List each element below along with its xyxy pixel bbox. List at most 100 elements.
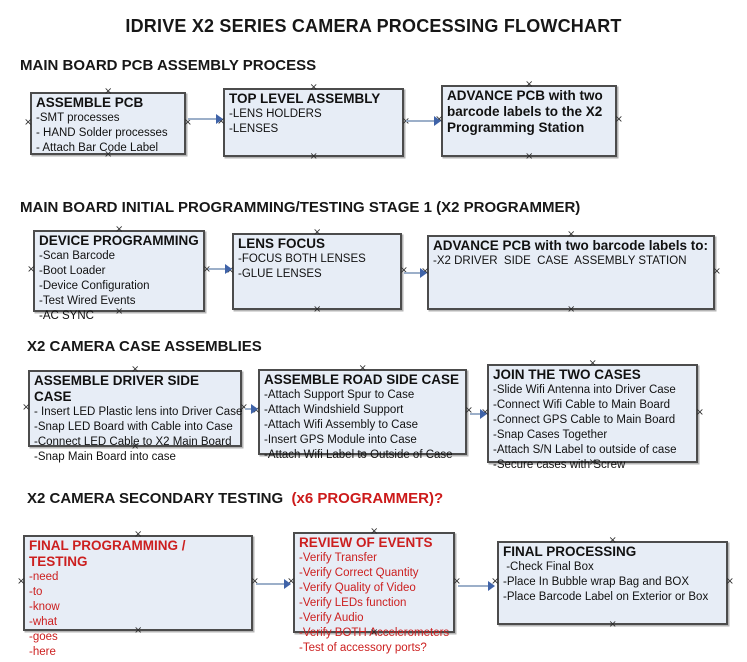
box-advance-pcb-driver-side[interactable]: × × × × ADVANCE PCB with two barcode lab… [421,230,721,315]
box-line: -Test Wired Events [39,295,136,307]
box-line: -LENS HOLDERS [229,108,322,120]
box-lens-focus[interactable]: × × × × LENS FOCUS -FOCUS BOTH LENSES-GL… [226,228,408,315]
box-advance-pcb-programming-station[interactable]: × × × × ADVANCE PCB with two barcode lab… [435,80,623,162]
connection-point-icon: × [22,401,31,413]
flow-arrow[interactable] [245,404,258,413]
box-title: REVIEW OF EVENTS [299,535,433,550]
connection-point-icon: × [399,264,408,276]
box-final-processing[interactable]: × × × × FINAL PROCESSING -Check Final Bo… [491,536,734,630]
box-line: -GLUE LENSES [238,268,322,280]
box-line: -Attach Wifi Assembly to Case [264,419,419,431]
connection-point-icon: × [27,264,36,275]
box-line: - Insert LED Plastic lens into Driver Ca… [34,406,243,418]
flow-arrow[interactable] [188,114,223,123]
flow-arrow[interactable] [470,409,487,418]
box-line: -what [29,616,58,628]
box-line: -Attach Windshield Support [264,404,404,416]
box-final-programming-testing[interactable]: × × × × FINAL PROGRAMMING / TESTING -nee… [17,530,259,659]
box-line: -Verify Correct Quantity [299,567,419,579]
box-line: -Verify LEDs function [299,597,407,609]
box-line: -X2 DRIVER SIDE CASE ASSEMBLY STATION [433,255,687,267]
connection-point-icon: × [464,405,473,416]
box-line: -Verify BOTH Accelerometers [299,627,450,639]
box-line: -Connect LED Cable to X2 Main Board [34,436,232,448]
box-lines: - Insert LED Plastic lens into Driver Ca… [34,405,243,465]
connection-point-icon: × [712,265,721,277]
flow-arrow[interactable] [458,581,495,590]
box-line: -Boot Loader [39,265,106,277]
box-review-of-events[interactable]: × × × × REVIEW OF EVENTS -Verify Transfe… [287,527,461,655]
box-line: -here [29,646,56,658]
box-line: -know [29,601,60,613]
box-line: -Connect Wifi Cable to Main Board [493,399,671,411]
connection-point-icon: × [309,151,318,162]
box-device-programming[interactable]: × × × × DEVICE PROGRAMMING -Scan Barcode… [27,225,211,323]
box-line: -Place Barcode Label on Exterior or Box [503,591,709,603]
box-lines: -Attach Support Spur to Case -Attach Wind… [264,388,461,463]
box-lines: -SMT processes - HAND Solder processes - A… [36,111,180,156]
heading-red-text: (x6 PROGRAMMER)? [287,490,444,507]
heading-text: MAIN BOARD PCB ASSEMBLY PROCESS [20,57,317,74]
box-line: -Attach S/N Label to outside of case [493,444,677,456]
box-line: -Place In Bubble wrap Bag and BOX [503,576,690,588]
box-line: -Test of accessory ports? [299,642,427,654]
section-heading-case-assemblies: X2 CAMERA CASE ASSEMBLIES [27,338,262,355]
connection-point-icon: × [614,114,623,125]
heading-text: X2 CAMERA SECONDARY TESTING [27,490,288,507]
box-line: -Device Configuration [39,280,150,292]
flow-arrow[interactable] [256,579,291,588]
box-title: LENS FOCUS [238,236,326,251]
box-title: FINAL PROGRAMMING / TESTING [29,538,186,569]
box-line: -Check Final Box [503,561,594,573]
box-line: - HAND Solder processes [36,127,168,139]
flow-arrow[interactable] [406,116,441,125]
box-title: ASSEMBLE ROAD SIDE CASE [264,372,460,387]
connection-point-icon: × [402,116,410,127]
box-title: TOP LEVEL ASSEMBLY [229,91,381,106]
flow-arrow[interactable] [404,268,427,277]
box-line: -Snap LED Board with Cable into Case [34,421,233,433]
connection-point-icon: × [313,304,322,315]
box-line: -Slide Wifi Antenna into Driver Case [493,384,676,396]
box-lines: -Scan Barcode-Boot Loader-Device Configu… [39,249,199,324]
box-lines: -need-to-know-what-goes-here [29,570,247,660]
box-title: ASSEMBLE PCB [36,95,144,110]
box-line: -goes [29,631,58,643]
box-lines: -LENS HOLDERS-LENSES [229,107,398,137]
box-line: - Attach Bar Code Label [36,142,159,154]
heading-text: X2 CAMERA CASE ASSEMBLIES [27,338,262,355]
connection-point-icon: × [24,116,33,128]
box-title: DEVICE PROGRAMMING [39,233,199,248]
connection-point-icon: × [695,406,704,418]
heading-text: MAIN BOARD INITIAL PROGRAMMING/TESTING S… [20,199,581,216]
box-line: -need [29,571,59,583]
box-line: -Connect GPS Cable to Main Board [493,414,676,426]
box-title: ADVANCE PCB with two barcode labels to: [433,238,709,253]
connection-point-icon: × [17,576,26,587]
box-line: -SMT processes [36,112,120,124]
box-line: -Verify Audio [299,612,364,624]
section-heading-secondary-testing: X2 CAMERA SECONDARY TESTING (x6 PROGRAMM… [27,490,443,507]
box-line: -Attach Wifi Label to Outside of Case [264,449,453,461]
box-line: -Verify Quality of Video [299,582,416,594]
box-line: -Verify Transfer [299,552,377,564]
connection-point-icon: × [202,264,211,275]
box-title: ASSEMBLE DRIVER SIDE CASE [34,373,200,404]
connection-point-icon: × [608,619,617,630]
box-assemble-pcb[interactable]: × × × × ASSEMBLE PCB -SMT processes- HAN… [24,87,192,160]
box-line: -Attach Support Spur to Case [264,389,415,401]
box-line: -Snap Main Board into case [34,451,176,463]
flow-arrow[interactable] [208,264,232,273]
box-top-level-assembly[interactable]: × × × × TOP LEVEL ASSEMBLY -LENS HOLDERS… [217,83,410,162]
box-line: -Snap Cases Together [493,429,608,441]
box-lines: -Slide Wifi Antenna into Driver Case -Con… [493,383,692,473]
section-heading-initial-programming: MAIN BOARD INITIAL PROGRAMMING/TESTING S… [20,199,580,216]
connection-point-icon: × [725,576,734,587]
box-title: ADVANCE PCB with two barcode labels to t… [447,88,603,135]
box-assemble-road-side-case[interactable]: × × × × ASSEMBLE ROAD SIDE CASE -Attach … [252,364,473,462]
box-join-the-two-cases[interactable]: × × × × JOIN THE TWO CASES -Slide Wifi A… [481,359,704,472]
box-line: -FOCUS BOTH LENSES [238,253,366,265]
box-assemble-driver-side-case[interactable]: × × × × ASSEMBLE DRIVER SIDE CASE - Inse… [22,365,248,464]
box-title: FINAL PROCESSING [503,544,637,559]
